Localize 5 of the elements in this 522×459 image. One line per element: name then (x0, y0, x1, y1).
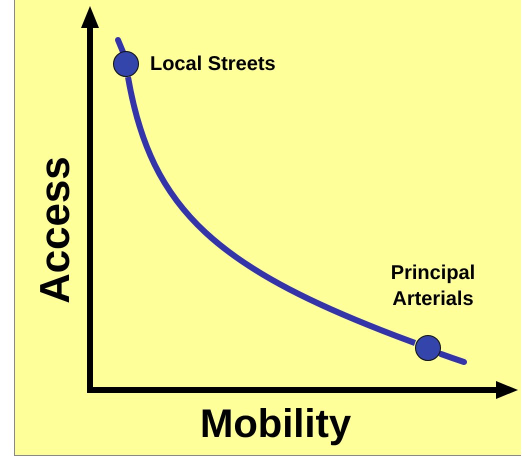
axis-title: Access (31, 156, 79, 304)
point-label: Principal Arterials (390, 261, 476, 312)
curve (125, 76, 416, 346)
point-label: Local Streets (150, 52, 277, 77)
axis-title: Mobility (200, 402, 352, 447)
